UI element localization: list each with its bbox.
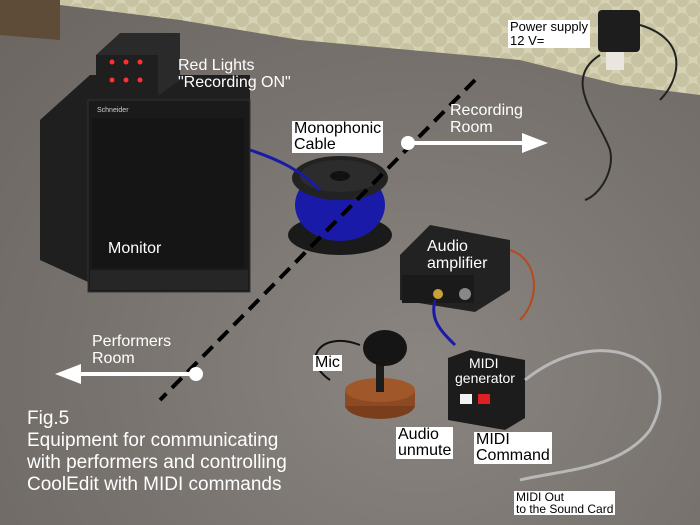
figure-caption: Fig.5 Equipment for communicating with p… xyxy=(27,408,287,496)
caption-line: with performers and controlling xyxy=(27,452,287,473)
figure-number: Fig.5 xyxy=(27,408,70,429)
monophonic-cable-label: Monophonic Cable xyxy=(292,120,384,153)
midi-generator-unit xyxy=(448,349,662,482)
recording-room-label: Recording Room xyxy=(450,102,523,136)
recording-room-arrow xyxy=(401,133,548,153)
audio-amplifier-unit xyxy=(400,225,535,347)
midi-out-label: MIDI Out to the Sound Card xyxy=(514,490,616,516)
cable-reel xyxy=(249,148,392,255)
midi-command-label: MIDI Command xyxy=(474,431,552,464)
performers-room-arrow xyxy=(55,364,203,384)
monitor-unit xyxy=(40,75,251,293)
caption-line: CoolEdit with MIDI commands xyxy=(27,474,282,495)
audio-unmute-label: Audio unmute xyxy=(396,426,454,459)
mic-label: Mic xyxy=(313,354,342,371)
mic-unit xyxy=(314,330,415,419)
midi-generator-label: MIDI generator xyxy=(455,355,515,386)
power-supply-label: Power supply 12 V= xyxy=(508,19,591,48)
red-lights-box xyxy=(96,33,180,98)
power-supply-unit xyxy=(581,10,678,201)
performers-room-label: Performers Room xyxy=(92,333,172,367)
caption-line: Equipment for communicating xyxy=(27,430,279,451)
audio-amplifier-label: Audio amplifier xyxy=(427,238,488,272)
red-lights-label: Red Lights "Recording ON" xyxy=(178,57,291,91)
monitor-label: Monitor xyxy=(108,240,162,257)
monitor-brand-text: Schneider xyxy=(97,107,129,114)
room-boundary-line xyxy=(158,78,477,402)
baseboard xyxy=(0,0,60,40)
